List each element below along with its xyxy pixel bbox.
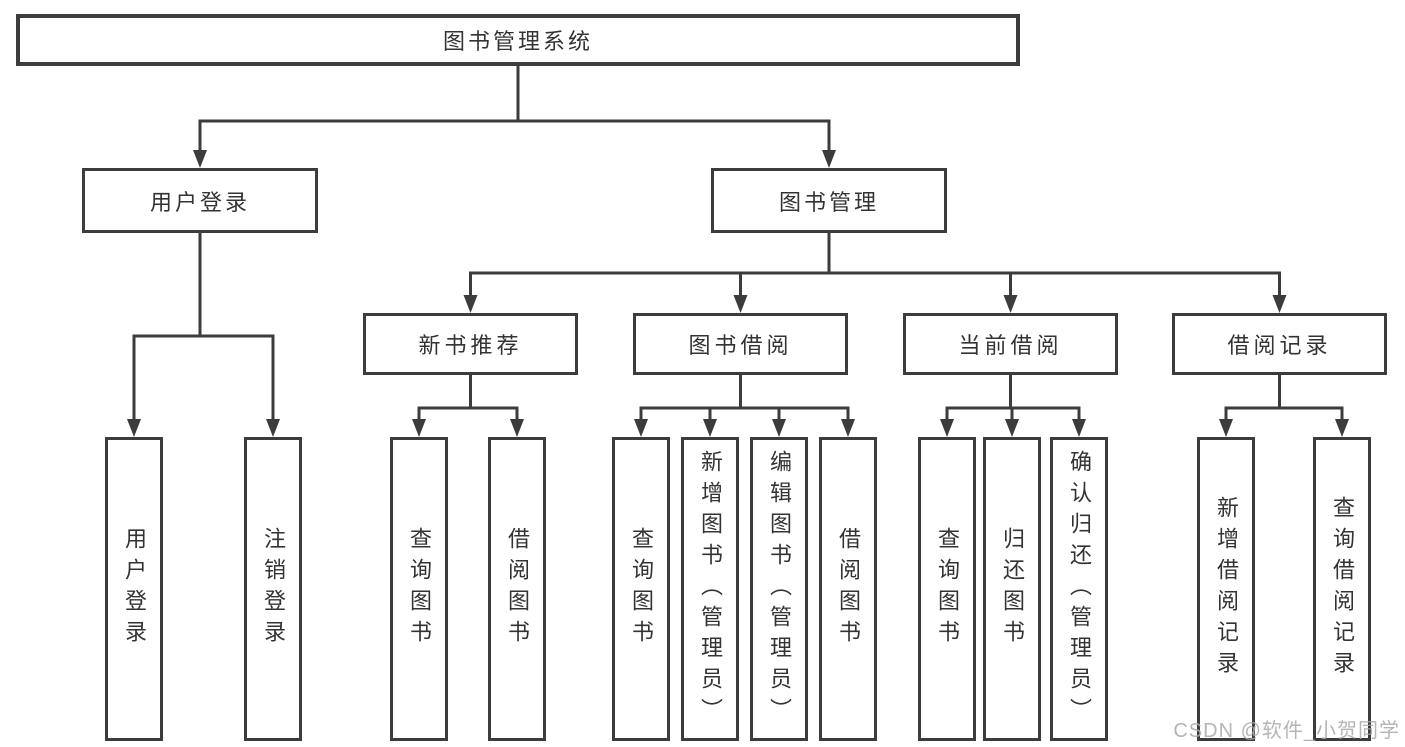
- leaf-label: 新增借阅记录: [1214, 496, 1239, 682]
- leaf-label: 查询图书: [407, 527, 432, 651]
- node-book-borrow: 图书借阅: [633, 313, 848, 375]
- leaf-label: 借阅图书: [836, 527, 861, 651]
- node-user-login: 用户登录: [82, 168, 318, 233]
- leaf-label: 借阅图书: [505, 527, 530, 651]
- node-current-borrow: 当前借阅: [903, 313, 1118, 375]
- node-borrow-records: 借阅记录: [1172, 313, 1387, 375]
- node-leaf-edit-books-admin: 编辑图书（管理员）: [750, 437, 808, 741]
- node-leaf-borrow-books-2: 借阅图书: [819, 437, 877, 741]
- node-leaf-query-borrow-record: 查询借阅记录: [1313, 437, 1371, 741]
- node-leaf-query-books-3: 查询图书: [918, 437, 976, 741]
- node-leaf-query-books-1: 查询图书: [390, 437, 448, 741]
- node-new-book-recommend: 新书推荐: [363, 313, 578, 375]
- node-library-management-system: 图书管理系统: [16, 14, 1020, 66]
- leaf-label: 归还图书: [1000, 527, 1025, 651]
- node-leaf-confirm-return: 确认归还（管理员）: [1050, 437, 1108, 741]
- watermark: CSDN @软件_小贺同学: [1173, 720, 1400, 742]
- node-leaf-query-books-2: 查询图书: [612, 437, 670, 741]
- node-leaf-add-books-admin: 新增图书（管理员）: [681, 437, 739, 741]
- leaf-label: 确认归还（管理员）: [1067, 449, 1092, 729]
- leaf-label: 查询图书: [629, 527, 654, 651]
- leaf-label: 新增图书（管理员）: [698, 449, 723, 729]
- node-leaf-user-login: 用户登录: [105, 437, 163, 741]
- node-book-management: 图书管理: [711, 168, 947, 233]
- leaf-label: 注销登录: [261, 527, 286, 651]
- leaf-label: 查询借阅记录: [1330, 496, 1355, 682]
- leaf-label: 编辑图书（管理员）: [767, 449, 792, 729]
- node-leaf-add-borrow-record: 新增借阅记录: [1197, 437, 1255, 741]
- node-leaf-return-books: 归还图书: [983, 437, 1041, 741]
- node-leaf-logout: 注销登录: [244, 437, 302, 741]
- node-leaf-borrow-books-1: 借阅图书: [488, 437, 546, 741]
- leaf-label: 用户登录: [122, 527, 147, 651]
- leaf-label: 查询图书: [935, 527, 960, 651]
